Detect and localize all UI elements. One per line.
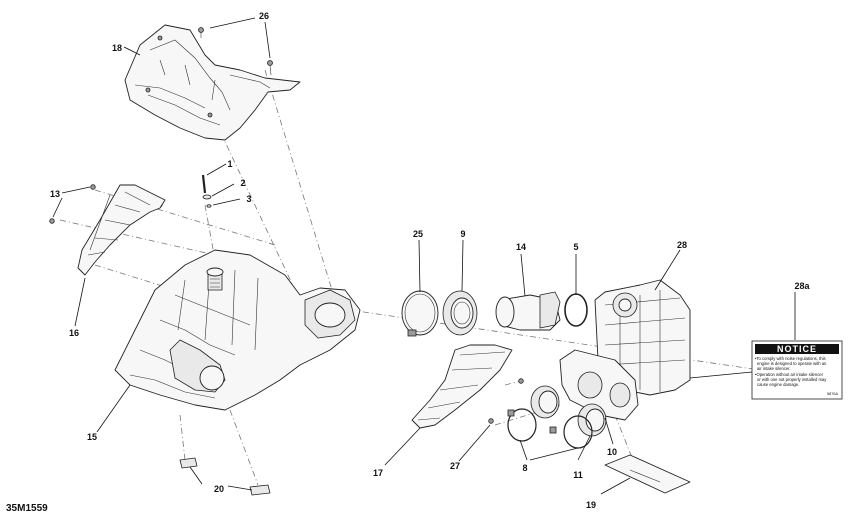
screw-part-27: [488, 378, 524, 424]
callout-1: 1: [227, 159, 232, 169]
callout-17: 17: [373, 468, 383, 478]
callout-9: 9: [460, 229, 465, 239]
plate-part-19: [604, 454, 691, 494]
callout-15: 15: [87, 432, 97, 442]
notice-line-1: •To comply with noise regulations, this: [755, 356, 826, 361]
callout-11: 11: [573, 470, 583, 480]
notice-line-2: engine is designed to operate with an: [757, 361, 827, 366]
screw-part-26: [198, 27, 273, 76]
callout-25: 25: [413, 229, 423, 239]
callout-10: 10: [607, 447, 617, 457]
callout-27: 27: [450, 461, 460, 471]
callout-8: 8: [522, 463, 527, 473]
callout-28a: 28a: [794, 281, 810, 291]
callout-19: 19: [586, 500, 596, 510]
callout-16: 16: [69, 328, 79, 338]
callout-13: 13: [50, 189, 60, 199]
alignment-lines: [59, 69, 761, 486]
duct-part-17: [411, 344, 513, 429]
notice-line-3: air intake silencer.: [757, 366, 791, 371]
adaptor-part-14: [495, 291, 561, 331]
callout-20: 20: [214, 484, 224, 494]
coupling-part-8: [507, 385, 560, 442]
plenum-part-10: [559, 349, 639, 421]
callout-2: 2: [240, 178, 245, 188]
callout-28: 28: [677, 240, 687, 250]
callout-14: 14: [516, 242, 526, 252]
coupling-part-11: [549, 403, 607, 449]
callout-3: 3: [246, 194, 251, 204]
callout-5: 5: [573, 242, 578, 252]
notice-line-4: •Operation without air intake silencer: [755, 372, 824, 377]
o-ring-part-5: [564, 293, 588, 327]
callout-18: 18: [112, 43, 122, 53]
pin-washer-parts-1-2-3: [201, 174, 212, 208]
pad-part-20: [179, 457, 271, 496]
notice-line-6: cause engine damage.: [757, 382, 799, 387]
leader-lines: [52, 17, 796, 495]
notice-code: 5876A: [827, 392, 838, 396]
upper-cover-part-18: [124, 24, 301, 141]
callout-labels: 26 18 1 2 3 13 16 15 25 9 14 5 28 28a 17…: [50, 11, 811, 510]
airbox-part-15: [114, 249, 361, 411]
clamp-part-25: [401, 290, 439, 337]
seal-part-9: [442, 290, 478, 336]
figure-reference: 35M1559: [6, 503, 48, 514]
notice-line-5: or with one not properly installed may: [757, 377, 827, 382]
callout-26: 26: [259, 11, 269, 21]
notice-title: NOTICE: [777, 344, 817, 354]
notice-label-part-28a: NOTICE •To comply with noise regulations…: [751, 340, 843, 400]
bracket-part-16: [77, 184, 166, 276]
